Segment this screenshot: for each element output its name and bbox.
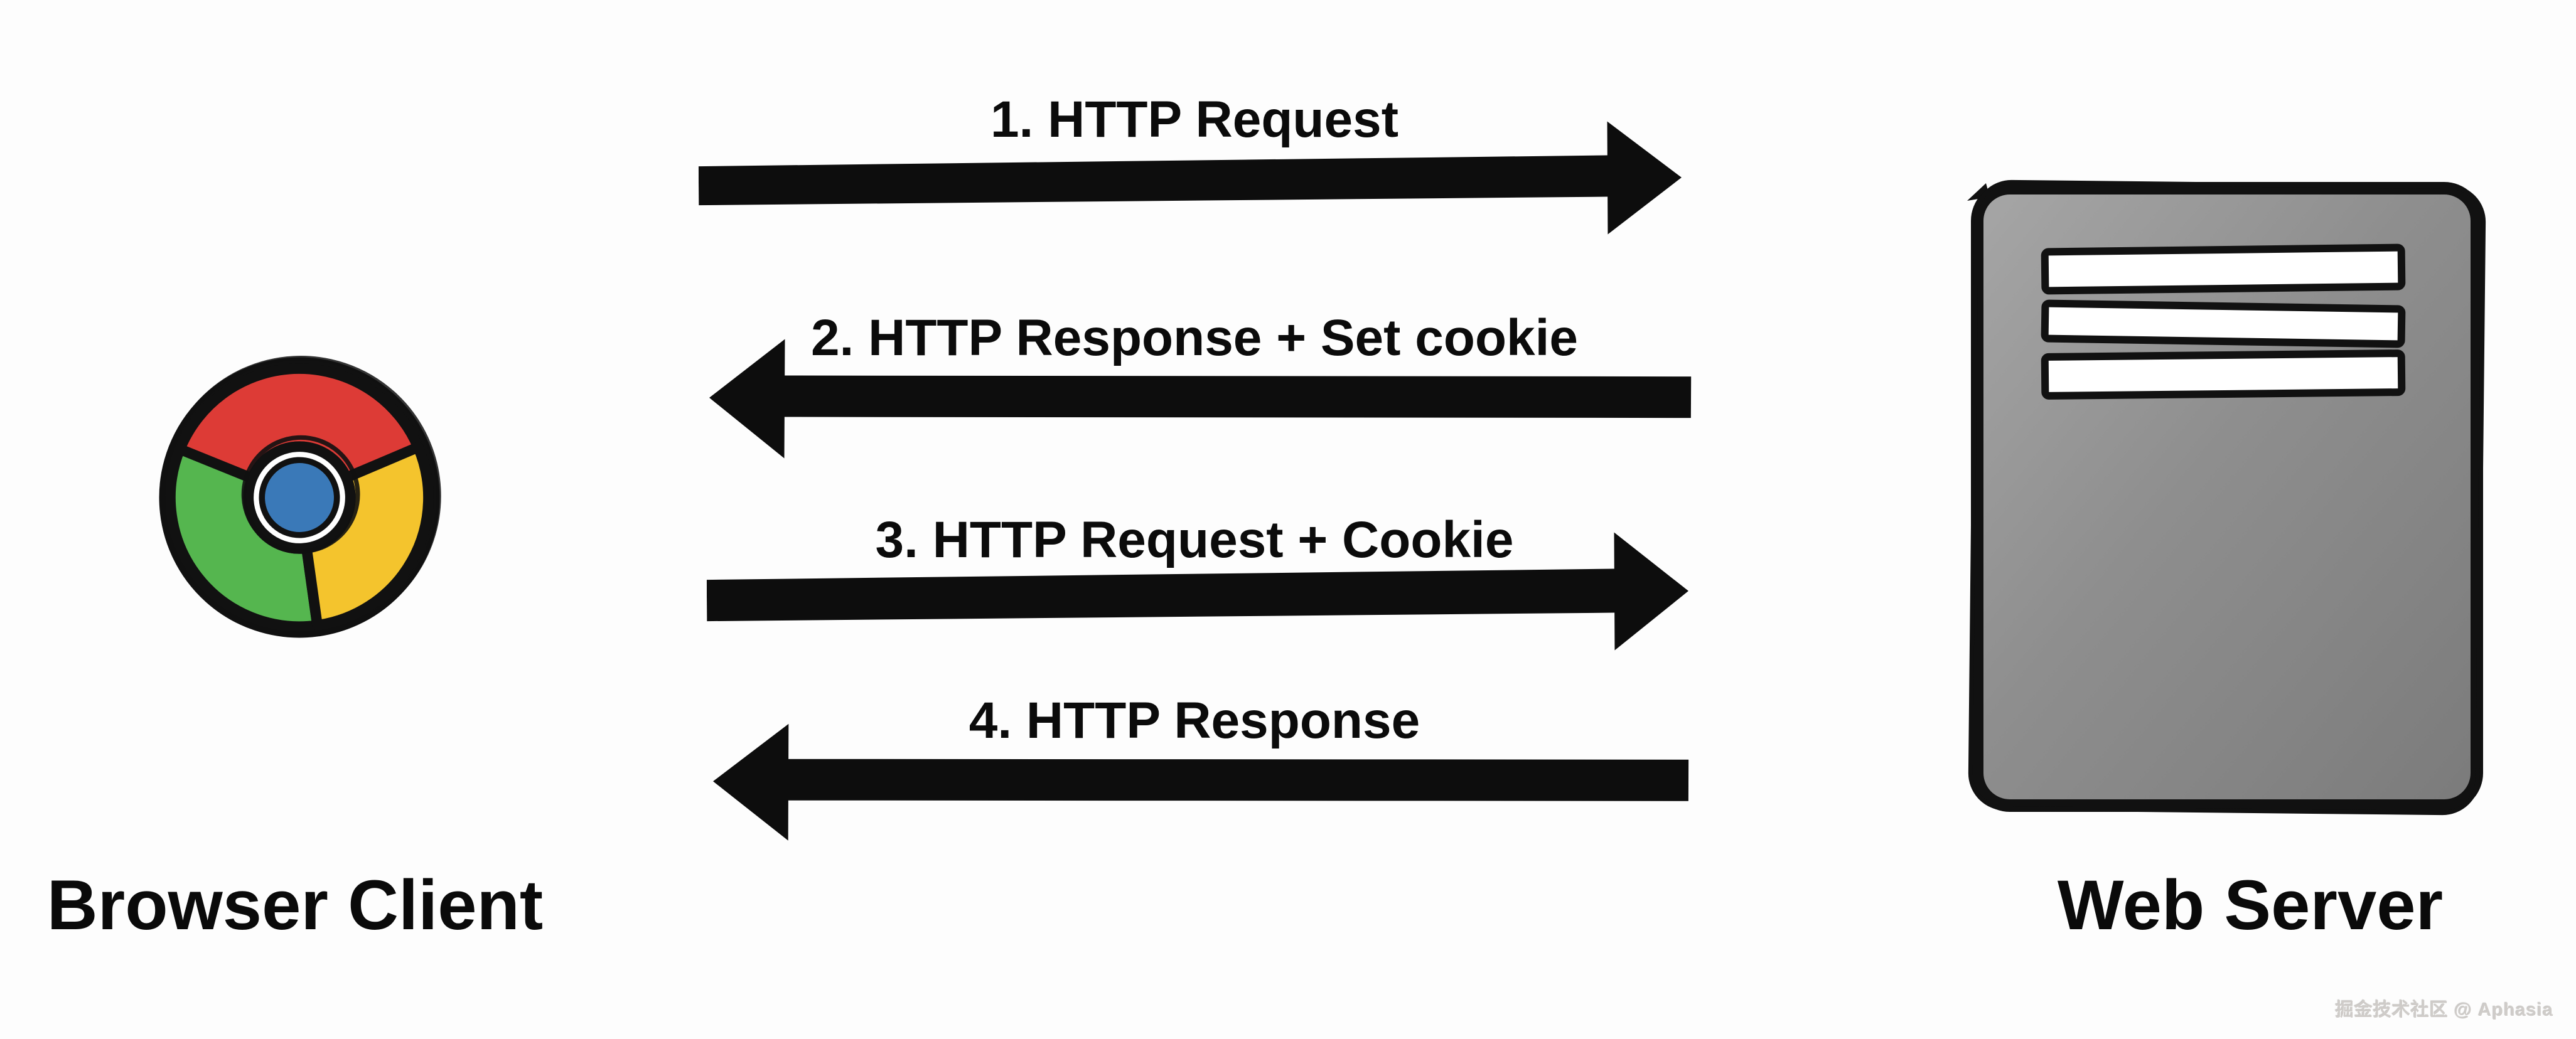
chrome-hub-sketch-line: [241, 435, 360, 554]
watermark-text: 掘金技术社区 @ Aphasia: [2335, 1000, 2553, 1020]
server-body-sketch-line: [1968, 179, 2486, 816]
server-slot: [2041, 299, 2406, 348]
chrome-browser-icon: [159, 356, 441, 638]
arrow-left-shape: [709, 339, 1692, 459]
chrome-blue-center: [259, 457, 340, 538]
arrow-left-shape: [713, 723, 1689, 841]
client-node-label: Browser Client: [46, 866, 544, 944]
server-slot: [2041, 349, 2406, 400]
message-label-http-response: 4. HTTP Response: [969, 692, 1420, 749]
arrow-http-response: [713, 723, 1689, 841]
arrow-right-shape: [698, 121, 1682, 235]
message-label-http-request-cookie: 3. HTTP Request + Cookie: [875, 511, 1514, 568]
arrow-http-response-set-cookie: [709, 339, 1692, 459]
server-node-label: Web Server: [2057, 866, 2444, 944]
arrow-http-request: [698, 121, 1682, 235]
web-server-icon: [1967, 179, 2486, 816]
chrome-outer-sketch-line: [160, 356, 441, 636]
message-label-http-request: 1. HTTP Request: [990, 91, 1399, 148]
arrow-http-request-cookie: [706, 532, 1688, 651]
arrow-right-shape: [706, 532, 1688, 651]
message-label-http-response-set-cookie: 2. HTTP Response + Set cookie: [810, 309, 1579, 366]
server-slot: [2041, 243, 2406, 295]
